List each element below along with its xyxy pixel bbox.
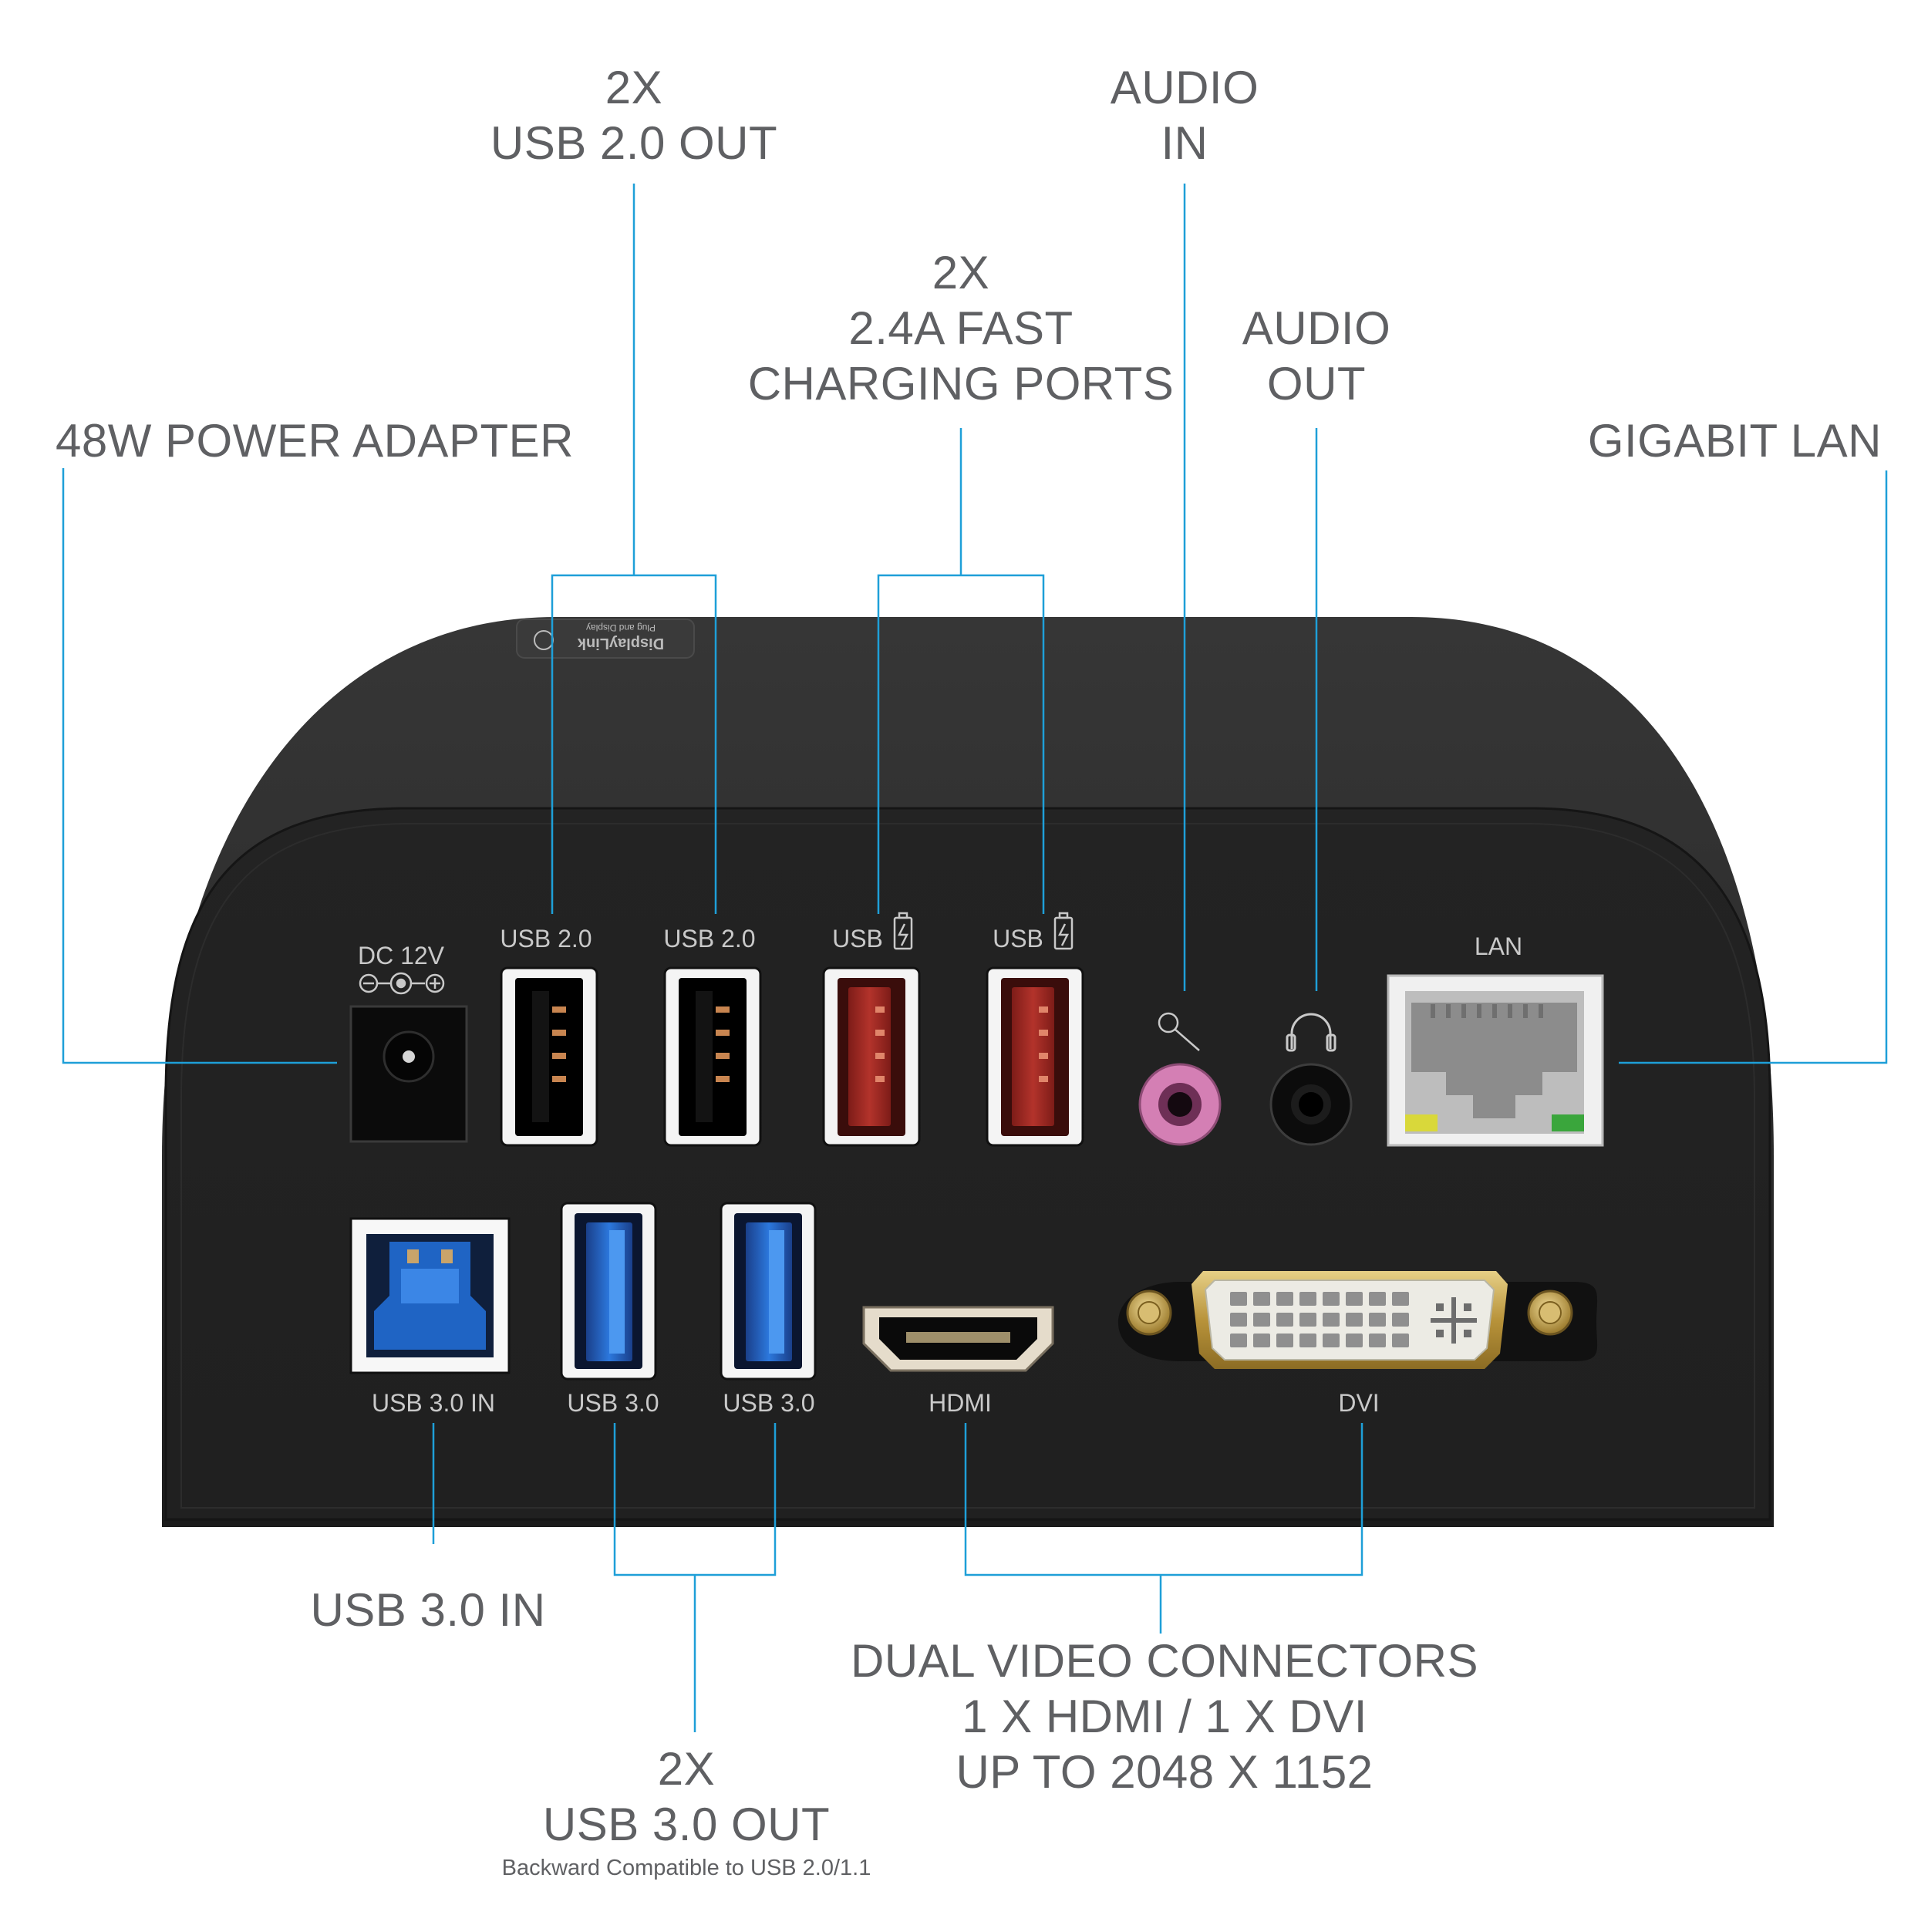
displaylink-brand-text: DisplayLink (577, 635, 664, 652)
displaylink-logo: DisplayLink Plug and Display (516, 619, 695, 659)
dvi-pin (1253, 1292, 1270, 1306)
dvi-pin (1392, 1334, 1409, 1347)
leader-lines (62, 184, 1888, 1732)
usb-charging-port-2-label: USB (993, 925, 1043, 953)
dvi-pin (1392, 1292, 1409, 1306)
callout-usb2-out: 2X USB 2.0 OUT (480, 60, 788, 171)
dvi-pin (1346, 1334, 1363, 1347)
callout-usb3-in-line-1: USB 3.0 IN (310, 1584, 546, 1636)
dvi-pin (1276, 1292, 1293, 1306)
dvi-pin (1276, 1334, 1293, 1347)
battery-charge-icon (893, 912, 913, 950)
dvi-port[interactable]: DVI (1118, 1271, 1598, 1417)
dvi-pin (1323, 1334, 1340, 1347)
dvi-pin (1369, 1313, 1386, 1327)
dvi-pin (1299, 1334, 1316, 1347)
leader-gigabit-lan (1619, 470, 1888, 1064)
lan-link-led (1552, 1114, 1584, 1131)
dvi-pin (1253, 1334, 1270, 1347)
dvi-pin (1369, 1292, 1386, 1306)
usb3-port-1-label: USB 3.0 (567, 1389, 659, 1417)
callout-usb3-in: USB 3.0 IN (274, 1583, 582, 1638)
dvi-pin (1346, 1313, 1363, 1327)
dc-polarity-icon (359, 972, 445, 995)
callout-power-adapter: 48W POWER ADAPTER (56, 413, 574, 469)
usb2-port-1[interactable]: USB 2.0 (500, 925, 598, 1147)
dvi-pin (1299, 1313, 1316, 1327)
hdmi-port[interactable]: HDMI (862, 1306, 1054, 1417)
usb2-port-2[interactable]: USB 2.0 (663, 925, 762, 1147)
callout-gigabit-lan-line-1: GIGABIT LAN (1587, 415, 1882, 467)
leader-fast-charging-bracket (877, 574, 1045, 914)
dvi-pin (1276, 1313, 1293, 1327)
microphone-icon (1158, 1012, 1200, 1051)
usb2-port-2-label: USB 2.0 (663, 925, 755, 953)
lan-activity-led (1405, 1114, 1438, 1131)
usb3-port-1[interactable]: USB 3.0 (560, 1202, 659, 1417)
callout-gigabit-lan: GIGABIT LAN (1588, 413, 1882, 469)
dvi-pin (1230, 1292, 1247, 1306)
dvi-label: DVI (1338, 1389, 1379, 1417)
dvi-pin (1299, 1292, 1316, 1306)
dvi-pin (1392, 1313, 1409, 1327)
callout-usb3-out-line-2: USB 3.0 OUT (542, 1799, 831, 1850)
displaylink-tagline-text: Plug and Display (586, 622, 656, 633)
usb-charging-port-1[interactable]: USB (822, 912, 921, 1147)
dvi-pin (1253, 1313, 1270, 1327)
callout-fast-charging-line-3: CHARGING PORTS (747, 358, 1175, 410)
audio-out-jack[interactable] (1269, 1013, 1353, 1146)
battery-charge-icon (1053, 912, 1074, 950)
callout-usb2-out-line-2: USB 2.0 OUT (490, 117, 778, 169)
headphones-icon (1286, 1013, 1336, 1052)
usb3-in-port[interactable]: USB 3.0 IN (349, 1217, 511, 1417)
callout-fast-charging: 2X 2.4A FAST CHARGING PORTS (745, 245, 1177, 412)
usb2-port-1-label: USB 2.0 (500, 925, 592, 953)
leader-power-adapter (62, 468, 337, 1064)
lan-port[interactable]: LAN (1387, 932, 1604, 1147)
dvi-pin (1323, 1292, 1340, 1306)
callout-power-adapter-line-1: 48W POWER ADAPTER (56, 415, 574, 467)
callout-usb3-out-line-1: 2X (657, 1743, 716, 1795)
dvi-pin (1230, 1334, 1247, 1347)
lan-label: LAN (1475, 932, 1522, 960)
leader-video-bracket (964, 1423, 1363, 1576)
leader-usb2-bracket (551, 574, 717, 914)
callout-audio-in-line-2: IN (1161, 117, 1208, 169)
dock-face-bevel (180, 823, 1755, 1509)
audio-in-jack[interactable] (1138, 1012, 1222, 1146)
dvi-pin (1230, 1313, 1247, 1327)
dc-label: DC 12V (358, 942, 445, 969)
callout-fast-charging-line-1: 2X (932, 247, 990, 298)
dvi-pin (1346, 1292, 1363, 1306)
callout-usb3-out-note: Backward Compatible to USB 2.0/1.1 (501, 1856, 871, 1880)
dvi-pin (1323, 1313, 1340, 1327)
dvi-pin (1369, 1334, 1386, 1347)
callout-usb3-out: 2X USB 3.0 OUT Backward Compatible to US… (494, 1741, 879, 1883)
callout-audio-out: AUDIO OUT (1201, 301, 1432, 412)
dc-power-jack[interactable]: DC 12V (349, 942, 468, 1143)
usb3-in-label: USB 3.0 IN (372, 1389, 495, 1417)
callout-fast-charging-line-2: 2.4A FAST (848, 302, 1074, 354)
callout-audio-in-line-1: AUDIO (1110, 62, 1259, 113)
usb3-port-2-label: USB 3.0 (723, 1389, 814, 1417)
usb-charging-port-1-label: USB (832, 925, 883, 953)
hdmi-label: HDMI (929, 1389, 992, 1417)
callout-usb2-out-line-1: 2X (605, 62, 663, 113)
callout-video-line-1: DUAL VIDEO CONNECTORS (851, 1635, 1478, 1687)
callout-audio-out-line-2: OUT (1266, 358, 1367, 410)
callout-video: DUAL VIDEO CONNECTORS 1 X HDMI / 1 X DVI… (848, 1634, 1481, 1800)
callout-video-line-2: 1 X HDMI / 1 X DVI (962, 1691, 1367, 1742)
usb-charging-port-2[interactable]: USB (986, 912, 1084, 1147)
callout-video-line-3: UP TO 2048 X 1152 (956, 1746, 1374, 1798)
usb3-port-2[interactable]: USB 3.0 (720, 1202, 817, 1417)
callout-audio-out-line-1: AUDIO (1242, 302, 1391, 354)
callout-audio-in: AUDIO IN (1069, 60, 1300, 171)
